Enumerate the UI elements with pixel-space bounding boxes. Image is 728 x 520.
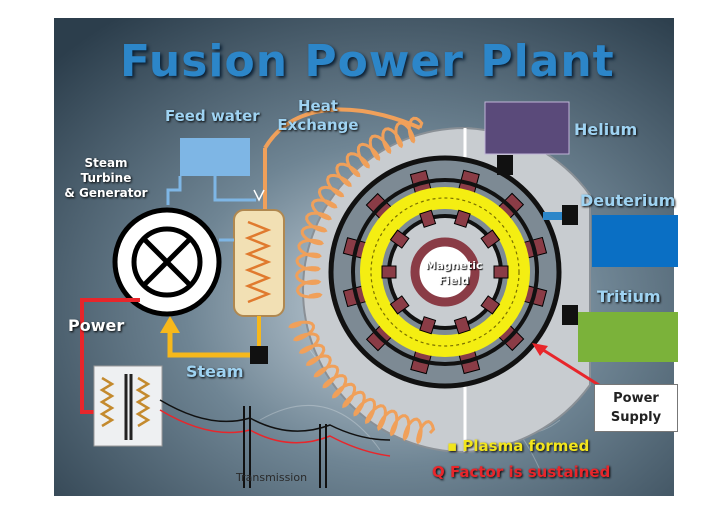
- plasma-ring-coil: [370, 197, 520, 347]
- magnet-block: [493, 265, 509, 279]
- deuterium-tank: [592, 215, 678, 267]
- tritium-valve: [562, 305, 578, 325]
- heat-exchange-label-line2: Exchange: [277, 116, 359, 134]
- transmission-lines: [159, 399, 391, 488]
- coil-spring: [288, 320, 436, 445]
- steam-valve: [250, 346, 268, 364]
- tritium-label: Tritium: [597, 287, 661, 306]
- power-supply-label-line1: Power: [613, 391, 659, 406]
- magnet-block: [453, 316, 471, 335]
- q-factor-label: Q Factor is sustained: [432, 463, 611, 481]
- plasma-formed-text: Plasma formed: [462, 437, 590, 455]
- magnet-block: [389, 295, 410, 315]
- water-drop-icon: [253, 189, 265, 202]
- coil-spring: [295, 116, 424, 299]
- steam-turbine-label-line3: & Generator: [64, 186, 148, 200]
- deuterium-label: Deuterium: [580, 191, 676, 210]
- feed-water-pipe-2: [213, 176, 256, 202]
- central-solenoid: [410, 237, 480, 307]
- heat-exchange-label-line1: Heat: [297, 97, 339, 115]
- heat-exchanger-coil: [244, 220, 272, 304]
- magnet-block: [480, 229, 501, 249]
- tritium-tank: [578, 312, 678, 362]
- magnetic-field-label-line1: Magnetic: [425, 259, 483, 272]
- steam-pipe: [167, 330, 250, 358]
- magnetic-field-label-line2: Field: [438, 274, 470, 287]
- helium-label: Helium: [574, 120, 638, 139]
- feed-water-tank: [180, 138, 250, 176]
- magnet-block: [480, 295, 501, 315]
- steam-turbine-label-line1: Steam: [84, 156, 128, 170]
- steam-label: Steam: [186, 362, 244, 381]
- power-label: Power: [68, 316, 125, 335]
- power-supply-label-line2: Supply: [610, 410, 662, 425]
- helium-tank: [484, 101, 570, 155]
- heat-exchange-coil-lower: [288, 320, 436, 445]
- magnet-block: [389, 229, 410, 249]
- magnet-block: [381, 265, 397, 279]
- heat-exchange-label: Heat Exchange: [270, 97, 366, 135]
- magnet-block: [419, 316, 437, 335]
- coil-feed-pipe-top: [263, 107, 421, 150]
- heat-exchange-coil: [295, 116, 424, 299]
- helium-valve: [497, 155, 513, 175]
- power-line: [80, 298, 140, 414]
- deuterium-valve: [562, 205, 578, 225]
- power-supply-label: Power Supply: [594, 384, 678, 432]
- steam-turbine-label-line2: Turbine: [80, 171, 132, 185]
- middle-ring: [351, 178, 539, 366]
- feed-water-label: Feed water: [165, 107, 260, 125]
- transmission-label: Transmission: [236, 471, 308, 484]
- magnet-block: [419, 209, 437, 228]
- inner-magnet-blocks: [381, 209, 509, 335]
- steam-arrow-icon: [160, 316, 180, 333]
- magnet-block: [453, 209, 471, 228]
- feed-water-pipe: [166, 176, 182, 205]
- steam-turbine-label: Steam Turbine & Generator: [56, 156, 156, 201]
- deuterium-pipe: [543, 212, 563, 220]
- magnetic-field-label: Magnetic Field: [418, 258, 490, 288]
- page-title: Fusion Power Plant: [120, 36, 615, 87]
- plasma-formed-label: ▪ Plasma formed: [447, 437, 590, 455]
